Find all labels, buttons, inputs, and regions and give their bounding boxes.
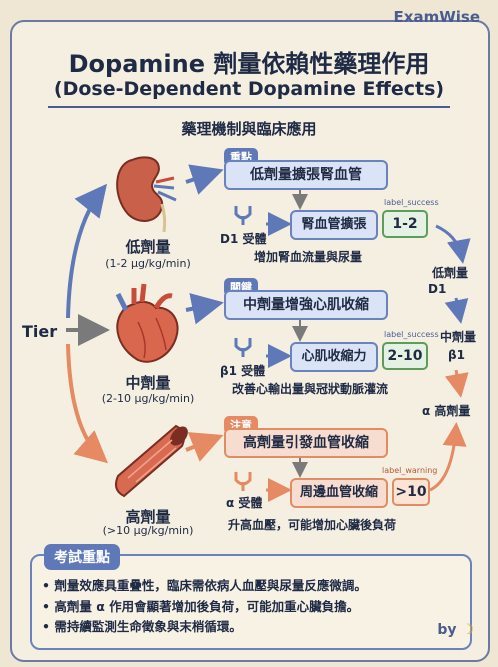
receptor-icon	[234, 472, 252, 491]
signature: by ☽	[437, 622, 474, 638]
kidney-illustration	[116, 156, 177, 233]
banana-icon: ☽	[461, 622, 474, 638]
mid-dose-level: 中劑量	[125, 374, 171, 392]
low-dose-value: 1-2	[382, 210, 428, 238]
low-receptor: D1 受體	[220, 232, 267, 246]
exam-points-box	[30, 554, 472, 650]
low-headline: 低劑量擴張腎血管	[224, 160, 388, 190]
low-dose-level: 低劑量	[125, 238, 171, 256]
mid-dose-range: (2-10 μg/kg/min)	[101, 392, 195, 405]
title-divider	[48, 106, 450, 108]
mid-dose-value: 2-10	[382, 342, 428, 370]
mid-headline: 中劑量增強心肌收縮	[224, 290, 388, 320]
exam-bullet: • 高劑量 α 作用會顯著增加後負荷，可能加重心臟負擔。	[42, 599, 360, 614]
receptor-icon	[234, 206, 252, 225]
exam-bullet: • 需持續監測生命徵象與末梢循環。	[42, 619, 242, 634]
high-effect: 周邊血管收縮	[290, 478, 388, 508]
signature-text: by	[437, 622, 457, 638]
brand-logo: ExamWise	[393, 8, 480, 26]
side-mid-label: 中劑量	[440, 330, 477, 344]
exam-bullet: • 劑量效應具重疊性，臨床需依病人血壓與尿量反應微調。	[42, 578, 367, 593]
high-outcome: 升高血壓，可能增加心臟後負荷	[228, 518, 397, 532]
mid-outcome: 改善心輸出量與冠狀動脈灌流	[232, 382, 389, 396]
exam-points-heading: 考試重點	[44, 544, 120, 570]
side-mid-receptor: β1	[448, 348, 465, 362]
high-receptor: α 受體	[226, 496, 263, 510]
mid-effect: 心肌收縮力	[290, 342, 378, 372]
high-dose-level: 高劑量	[125, 508, 171, 526]
section-title: 藥理機制與臨床應用	[181, 120, 317, 138]
mid-value-label: label_success	[384, 330, 439, 339]
low-dose-range: (1-2 μg/kg/min)	[105, 257, 191, 270]
low-value-label: label_success	[384, 198, 439, 207]
side-low-label: 低劑量	[432, 266, 469, 280]
side-high-label: α 高劑量	[422, 404, 471, 418]
low-effect: 腎血管擴張	[290, 210, 378, 240]
receptor-icon	[234, 338, 252, 357]
high-value-label: label_warning	[382, 466, 438, 475]
high-headline: 高劑量引發血管收縮	[224, 428, 388, 458]
low-outcome: 增加腎血流量與尿量	[254, 250, 363, 264]
tier-label: Tier	[22, 322, 58, 341]
page-subtitle: (Dose-Dependent Dopamine Effects)	[53, 78, 445, 100]
heart-illustration	[115, 283, 179, 363]
high-dose-value: >10	[392, 478, 430, 506]
mid-receptor: β1 受體	[220, 364, 266, 378]
page-title: Dopamine 劑量依賴性藥理作用	[68, 50, 430, 78]
high-dose-range: (>10 μg/kg/min)	[102, 524, 194, 537]
side-low-receptor: D1	[428, 282, 447, 296]
blood-vessel-illustration	[115, 424, 188, 498]
